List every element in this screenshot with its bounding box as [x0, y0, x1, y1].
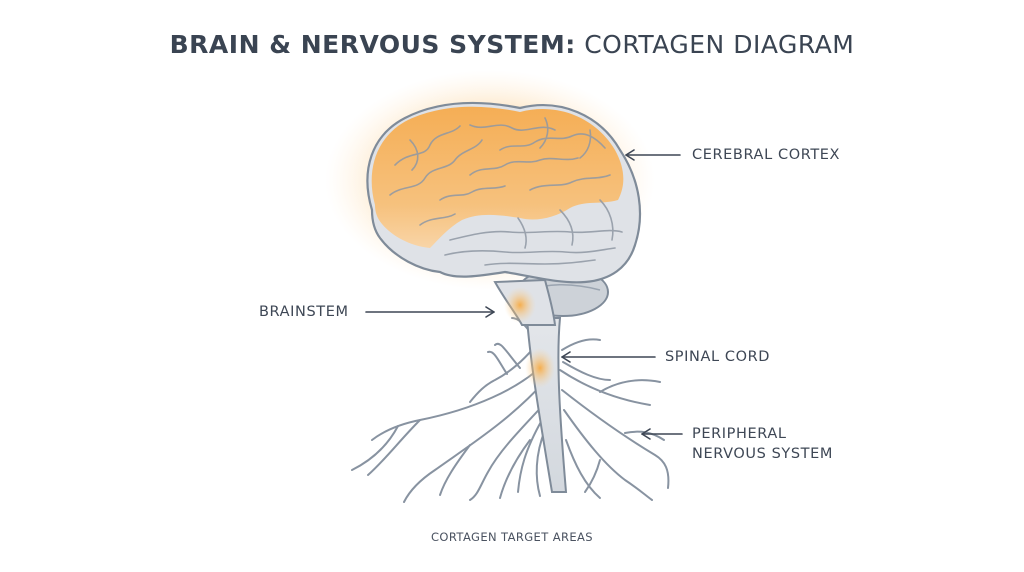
label-spinal-cord: SPINAL CORD	[665, 349, 771, 365]
brainstem-arrow	[365, 306, 495, 318]
diagram-title: BRAIN & NERVOUS SYSTEM: CORTAGEN DIAGRAM	[0, 30, 1024, 59]
spinal-cord-glow	[525, 348, 555, 388]
spinal-cord-arrow	[561, 351, 656, 363]
pointer-arrows	[365, 149, 683, 440]
cerebral-cortex-highlight	[371, 106, 624, 248]
cerebral-cortex-arrow	[625, 149, 681, 161]
label-brainstem: BRAINSTEM	[259, 304, 349, 320]
label-cerebral-cortex: CEREBRAL CORTEX	[692, 147, 841, 163]
peripheral-nerves	[351, 317, 670, 503]
diagram-caption: CORTAGEN TARGET AREAS	[430, 530, 593, 544]
title-light-part: CORTAGEN DIAGRAM	[575, 30, 855, 59]
label-peripheral-line2: NERVOUS SYSTEM	[692, 446, 833, 462]
peripheral-nervous-system-arrow	[641, 428, 683, 440]
brainstem-glow	[504, 287, 536, 323]
label-peripheral-line1: PERIPHERAL	[692, 426, 787, 442]
title-bold-part: BRAIN & NERVOUS SYSTEM:	[169, 30, 576, 59]
gyri-lines	[389, 117, 623, 266]
spinal-cord-shape	[525, 317, 568, 493]
